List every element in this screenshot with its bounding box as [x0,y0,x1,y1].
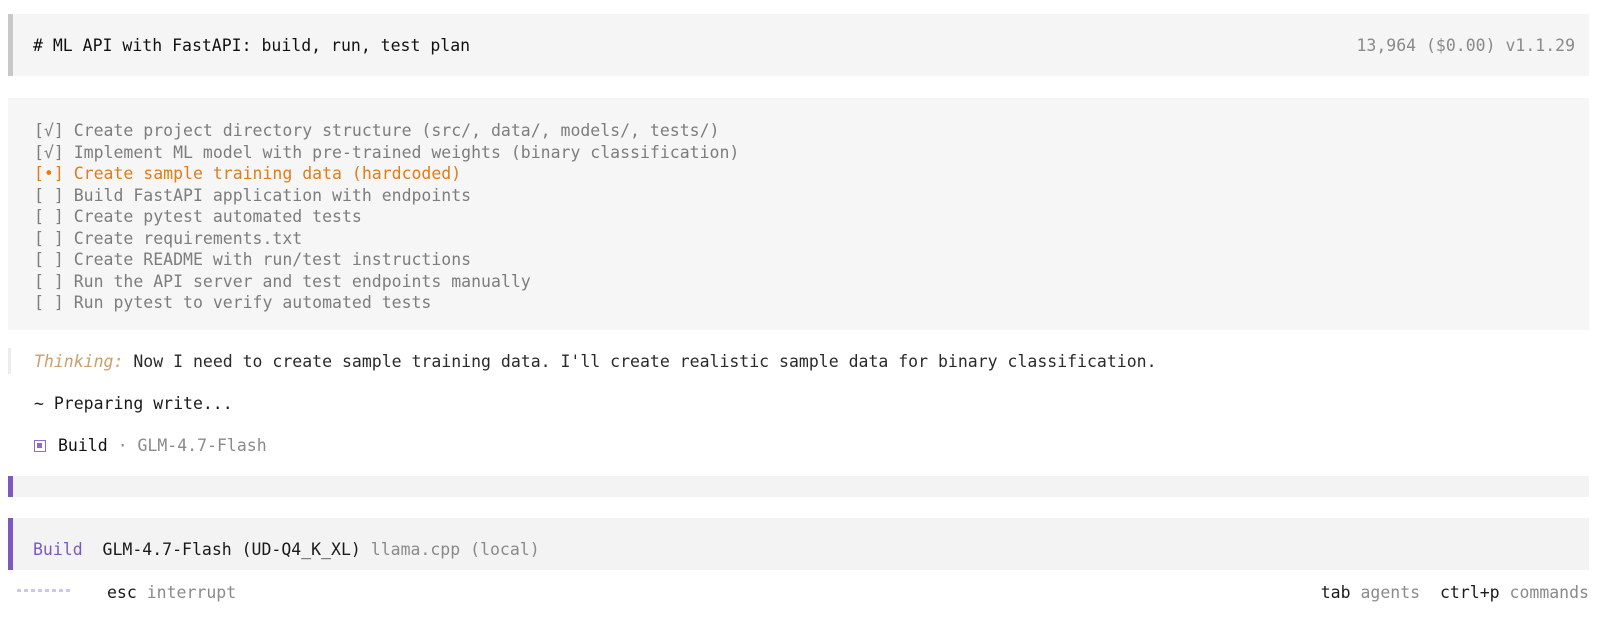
todo-marker: [ ] [34,250,64,269]
esc-hint: interrupt [146,583,237,602]
todo-marker: [√] [34,142,64,162]
todo-panel: [√] Create project directory structure (… [8,98,1589,330]
todo-text: Run pytest to verify automated tests [73,293,432,312]
session-header: # ML API with FastAPI: build, run, test … [8,14,1589,76]
todo-marker: [ ] [34,207,64,226]
todo-marker: [ ] [34,271,64,291]
todo-item: [√] Implement ML model with pre-trained … [34,142,739,164]
todo-item: [ ] Create README with run/test instruct… [34,249,739,271]
model-status-bar: Build GLM-4.7-Flash (UD-Q4_K_XL) llama.c… [8,518,1589,570]
separator: · [117,436,128,455]
todo-text: Implement ML model with pre-trained weig… [73,142,740,162]
thinking-label: Thinking: [34,352,124,371]
todo-item: [ ] Create requirements.txt [34,228,739,250]
todo-marker: [ ] [34,185,64,205]
ctrlp-hint: commands [1509,583,1589,602]
preparing-status: ~ Preparing write... [34,394,233,413]
prompt-input[interactable] [8,476,1589,497]
todo-item: [ ] Run pytest to verify automated tests [34,292,739,314]
tab-key[interactable]: tab [1320,583,1351,602]
esc-key: esc [107,583,137,602]
todo-item: [ ] Run the API server and test endpoint… [34,271,739,293]
todo-text: Create requirements.txt [73,228,303,248]
todo-item: [√] Create project directory structure (… [34,120,739,142]
todo-text: Create pytest automated tests [73,207,362,226]
agent-build-line: Build · GLM-4.7-Flash [34,436,267,455]
todo-item: [ ] Create pytest automated tests [34,206,739,228]
todo-text: Create project directory structure (src/… [73,121,720,140]
agent-label: Build [58,436,108,455]
token-cost-version: 13,964 ($0.00) v1.1.29 [1356,36,1575,55]
agent-model: GLM-4.7-Flash [137,436,267,455]
todo-marker: [ ] [34,293,64,312]
interrupt-hint[interactable]: esc interrupt [107,583,236,602]
model-name[interactable]: GLM-4.7-Flash (UD-Q4_K_XL) [102,540,361,559]
thinking-line: Thinking: Now I need to create sample tr… [34,352,1157,371]
thinking-bar [8,348,11,374]
ctrlp-key[interactable]: ctrl+p [1439,583,1500,602]
footer-hints: esc interrupt tab agents ctrl+p commands [0,582,1600,604]
model-status-line: Build GLM-4.7-Flash (UD-Q4_K_XL) llama.c… [33,540,540,559]
todo-text: Create README with run/test instructions [73,250,472,269]
agent-square-icon [34,440,46,452]
todo-marker: [ ] [34,228,64,248]
tab-hint: agents [1360,583,1421,602]
todo-text: Build FastAPI application with endpoints [73,185,472,205]
backend-name: llama.cpp (local) [370,540,540,559]
todo-item: [ ] Build FastAPI application with endpo… [34,185,739,207]
progress-dots-icon [17,589,70,592]
todo-marker: [√] [34,121,64,140]
todo-item-active: [•] Create sample training data (hardcod… [34,163,739,185]
shortcut-hints: tab agents ctrl+p commands [1321,583,1589,602]
todo-marker: [•] [34,164,64,183]
thinking-text: Now I need to create sample training dat… [133,352,1157,371]
agent-mode[interactable]: Build [33,540,83,559]
todo-text: Create sample training data (hardcoded) [73,164,462,183]
session-title: # ML API with FastAPI: build, run, test … [33,36,471,55]
todo-text: Run the API server and test endpoints ma… [73,271,531,291]
todo-list: [√] Create project directory structure (… [34,120,739,314]
